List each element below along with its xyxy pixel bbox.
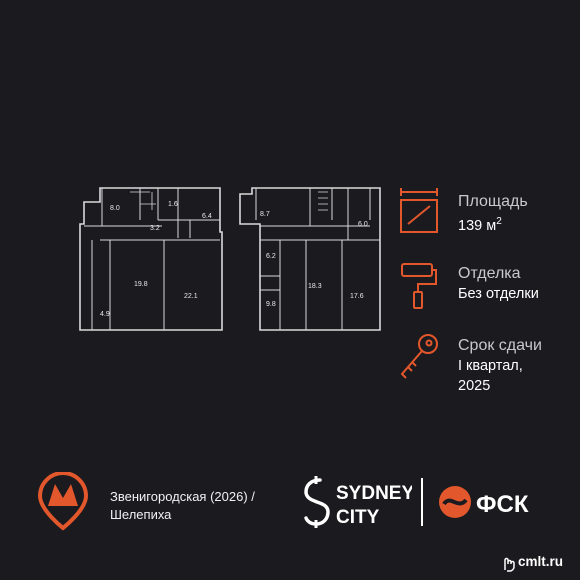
metro-icon	[37, 472, 89, 531]
right-plan-outline	[239, 187, 381, 331]
room-area: 1.6	[168, 201, 178, 208]
room-area: 6.2	[266, 253, 276, 260]
deadline-value-line1: I квартал,	[458, 358, 523, 374]
room-area: 19.8	[134, 281, 148, 288]
room-area: 4.9	[100, 311, 110, 318]
left-plan-outline	[79, 187, 223, 331]
finish-row: Отделка Без отделки	[396, 258, 576, 330]
area-icon	[400, 188, 438, 233]
deadline-label: Срок сдачи	[458, 337, 542, 354]
room-area: 3.2	[150, 225, 160, 232]
room-area: 6.4	[202, 213, 212, 220]
room-area: 17.6	[350, 293, 364, 300]
deadline-row: Срок сдачи I квартал, 2025	[396, 330, 576, 402]
area-row: Площадь 139 м2	[396, 186, 576, 258]
watermark: cmlt.ru	[500, 546, 580, 580]
sydney-city-logo: SYDNEY CITY	[304, 476, 412, 528]
room-area: 8.7	[260, 211, 270, 218]
area-label: Площадь	[458, 193, 528, 210]
room-area: 9.8	[266, 301, 276, 308]
fsk-logo: ФСК	[439, 486, 529, 518]
key-icon	[400, 334, 438, 379]
floor-plan-drawing: 8.0 1.6 6.4 3.2 19.8 22.1 4.9 8.7 6.2 9.…	[79, 187, 381, 331]
room-area: 6.0	[358, 221, 368, 228]
fsk-text: ФСК	[476, 491, 529, 518]
finish-value: Без отделки	[458, 286, 539, 302]
finish-label: Отделка	[458, 265, 521, 282]
footer: Звенигородская (2026) / Шелепиха SYDNEY …	[0, 470, 580, 540]
logo-divider	[421, 478, 423, 526]
metro-line1: Звенигородская (2026) /	[110, 489, 255, 504]
floor-plans: 8.0 1.6 6.4 3.2 19.8 22.1 4.9 8.7 6.2 9.…	[70, 180, 390, 350]
metro-line2: Шелепиха	[110, 507, 172, 522]
deadline-value-line2: 2025	[458, 378, 491, 394]
paint-roller-icon	[401, 263, 437, 309]
watermark-hand-icon	[504, 557, 515, 572]
watermark-text: cmlt.ru	[518, 554, 564, 569]
area-value: 139 м2	[458, 216, 502, 234]
metro-station: Звенигородская (2026) / Шелепиха	[110, 488, 255, 524]
room-area: 18.3	[308, 283, 322, 290]
room-area: 8.0	[110, 205, 120, 212]
room-area: 22.1	[184, 293, 198, 300]
sydney-line2: CITY	[336, 507, 380, 528]
sydney-line1: SYDNEY	[336, 483, 412, 504]
apartment-info: Площадь 139 м2 Отделка Без отделки Срок …	[396, 186, 576, 402]
